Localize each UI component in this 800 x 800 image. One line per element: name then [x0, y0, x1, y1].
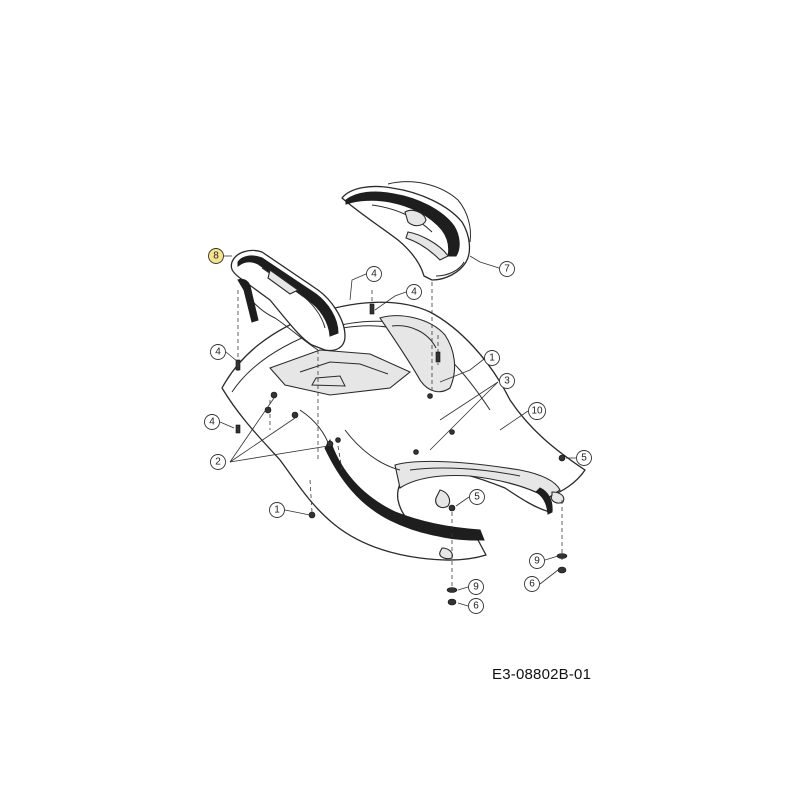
callout-1-label: 1: [274, 505, 280, 516]
callout-4-label: 4: [215, 347, 221, 358]
callout-6-label: 6: [473, 601, 479, 612]
callout-1-upper: 1: [484, 350, 500, 366]
callout-4-right: 4: [406, 284, 422, 300]
callout-9-label: 9: [473, 582, 479, 593]
callout-4-label: 4: [371, 269, 377, 280]
callout-6-center: 6: [468, 598, 484, 614]
callout-7: 7: [499, 261, 515, 277]
callout-5-label: 5: [581, 453, 587, 464]
callout-7-label: 7: [504, 264, 510, 275]
callout-10: 10: [528, 402, 546, 420]
callout-2-label: 2: [215, 457, 221, 468]
callout-4-label: 4: [209, 417, 215, 428]
callout-4-left-lower: 4: [204, 414, 220, 430]
callout-3-label: 3: [504, 376, 510, 387]
callout-1-label: 1: [489, 353, 495, 364]
callout-6-right: 6: [524, 576, 540, 592]
callout-9-label: 9: [534, 556, 540, 567]
body-shell: [221, 301, 586, 561]
callout-4-top-center: 4: [366, 266, 382, 282]
callout-3: 3: [499, 373, 515, 389]
callout-10-label: 10: [531, 406, 543, 417]
callout-1-lower: 1: [269, 502, 285, 518]
callout-8: 8: [208, 248, 224, 264]
callout-4-left-upper: 4: [210, 344, 226, 360]
diagram-part-code: E3-08802B-01: [492, 666, 592, 683]
callout-6-label: 6: [529, 579, 535, 590]
callout-5-center: 5: [469, 489, 485, 505]
callout-8-label: 8: [213, 251, 219, 262]
left-fender-part: [230, 249, 346, 352]
right-fender-part: [341, 181, 471, 281]
callout-4-label: 4: [411, 287, 417, 298]
callout-5-label: 5: [474, 492, 480, 503]
leader-lines: [219, 255, 576, 607]
callout-9-center: 9: [468, 579, 484, 595]
callout-2: 2: [210, 454, 226, 470]
callout-9-right: 9: [529, 553, 545, 569]
callout-5-right: 5: [576, 450, 592, 466]
